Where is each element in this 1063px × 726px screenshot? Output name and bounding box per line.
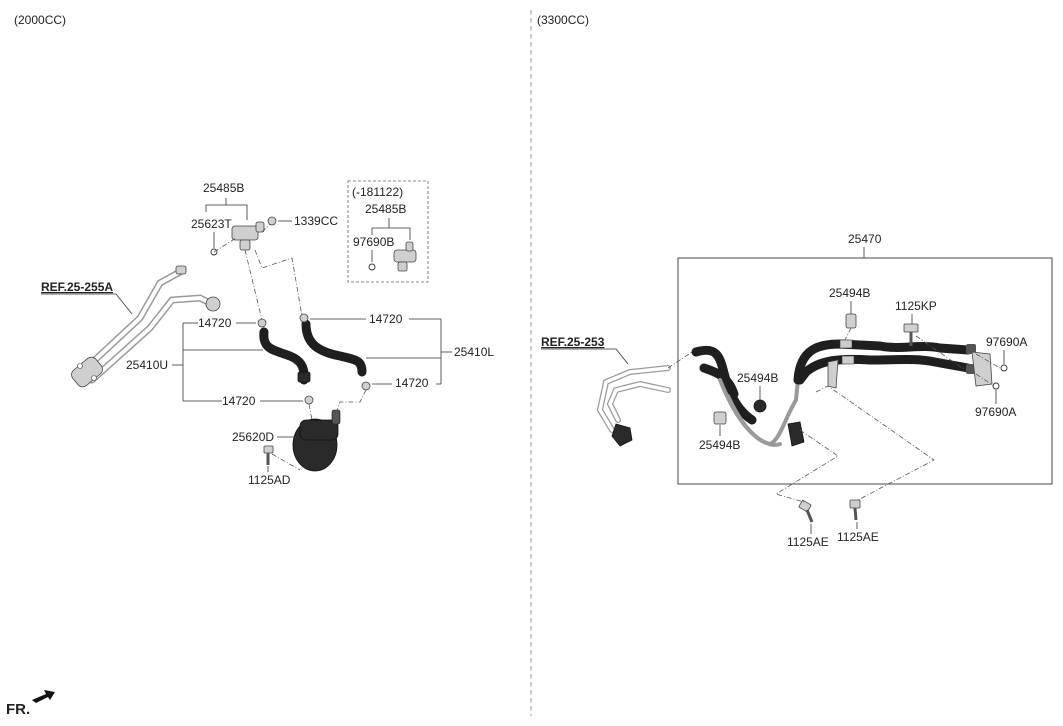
ref-label-25-253: REF.25-253 xyxy=(541,335,605,349)
inset-date-label: (-181122) xyxy=(352,185,403,199)
clamp-14720-d xyxy=(304,395,314,405)
hose-25410u xyxy=(259,327,311,385)
callout-1125ae-left: 1125AE xyxy=(787,535,829,549)
bolt-1125ad xyxy=(263,445,274,465)
inset-box-181122 xyxy=(347,180,429,283)
o-ring-97690a-bot xyxy=(992,382,1000,390)
callout-14720-a: 14720 xyxy=(198,316,232,330)
callout-25620d: 25620D xyxy=(232,430,274,444)
callout-25410l: 25410L xyxy=(454,345,494,359)
callout-25494b-top: 25494B xyxy=(829,286,870,300)
cooler-hose-assembly xyxy=(691,339,993,447)
inset-callout-97690b: 97690B xyxy=(353,235,394,249)
callout-1125ad: 1125AD xyxy=(248,473,291,487)
clip-25494b-mid xyxy=(753,399,767,413)
inset-callout-25485b: 25485B xyxy=(365,202,406,216)
ref-label-25-255a: REF.25-255A xyxy=(41,280,113,294)
oil-cooler-25620d xyxy=(292,409,341,472)
callout-97690a-bot: 97690A xyxy=(975,405,1016,419)
callout-14720-c: 14720 xyxy=(395,376,429,390)
bracket-lower xyxy=(787,421,805,447)
clip-25494b-top xyxy=(845,313,857,329)
callout-97690a-top: 97690A xyxy=(986,335,1027,349)
inset-o-ring xyxy=(368,263,376,271)
clamp-14720-a xyxy=(257,318,267,328)
callout-1125ae-right: 1125AE xyxy=(837,530,879,544)
assembly-box-25470 xyxy=(677,257,1053,485)
callout-1125kp: 1125KP xyxy=(895,299,937,313)
bolt-1125ae-left xyxy=(798,500,814,523)
inset-fitting xyxy=(393,241,417,272)
ref-tube-assembly-right xyxy=(596,365,671,447)
callout-25494b-mid: 25494B xyxy=(737,371,778,385)
callout-25410u: 25410U xyxy=(126,358,168,372)
callout-14720-d: 14720 xyxy=(222,394,256,408)
clamp-14720-b xyxy=(299,313,309,323)
callout-25485b: 25485B xyxy=(203,181,244,195)
front-direction-label: FR. xyxy=(6,701,30,718)
section-title-3300cc: (3300CC) xyxy=(537,13,589,27)
clamp-14720-c xyxy=(361,381,371,391)
thermostat-fitting xyxy=(231,221,265,251)
callout-25494b-low: 25494B xyxy=(699,438,740,452)
o-ring-25623t xyxy=(210,248,218,256)
bolt-1125kp xyxy=(903,323,919,346)
callout-25470: 25470 xyxy=(848,232,882,246)
section-title-2000cc: (2000CC) xyxy=(14,13,66,27)
front-arrow-icon xyxy=(32,690,55,703)
bracket-upper xyxy=(827,359,839,389)
o-ring-97690a-top xyxy=(1000,364,1008,372)
callout-1339cc: 1339CC xyxy=(294,214,338,228)
callout-14720-b: 14720 xyxy=(369,312,403,326)
bolt-1125ae-right xyxy=(849,499,861,521)
clip-25494b-low xyxy=(713,411,727,425)
nut-1339cc xyxy=(267,216,277,226)
callout-25623t: 25623T xyxy=(191,217,232,231)
ref-tube-assembly-left xyxy=(71,265,221,388)
hose-25410l xyxy=(301,319,367,377)
